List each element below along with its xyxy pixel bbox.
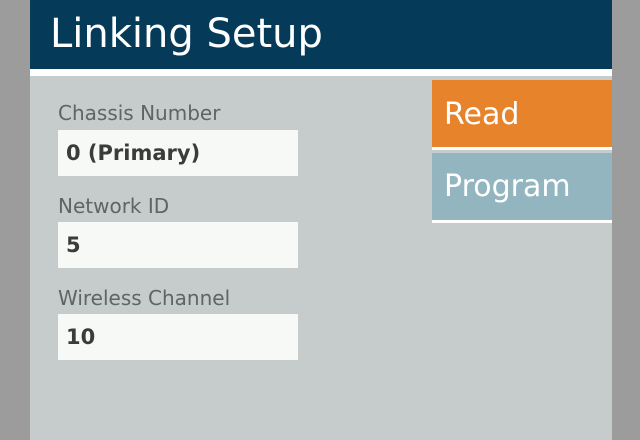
title-bar: Linking Setup: [30, 0, 612, 69]
wireless-channel-label: Wireless Channel: [58, 286, 231, 310]
read-button[interactable]: Read: [432, 80, 612, 150]
wireless-channel-field[interactable]: 10: [58, 314, 298, 360]
title-divider: [30, 69, 612, 76]
page-title: Linking Setup: [50, 11, 323, 57]
network-id-field[interactable]: 5: [58, 222, 298, 268]
program-button[interactable]: Program: [432, 153, 612, 223]
linking-setup-screen: Linking Setup Chassis Number 0 (Primary)…: [30, 0, 612, 440]
chassis-number-label: Chassis Number: [58, 101, 221, 125]
chassis-number-field[interactable]: 0 (Primary): [58, 130, 298, 176]
network-id-label: Network ID: [58, 194, 170, 218]
